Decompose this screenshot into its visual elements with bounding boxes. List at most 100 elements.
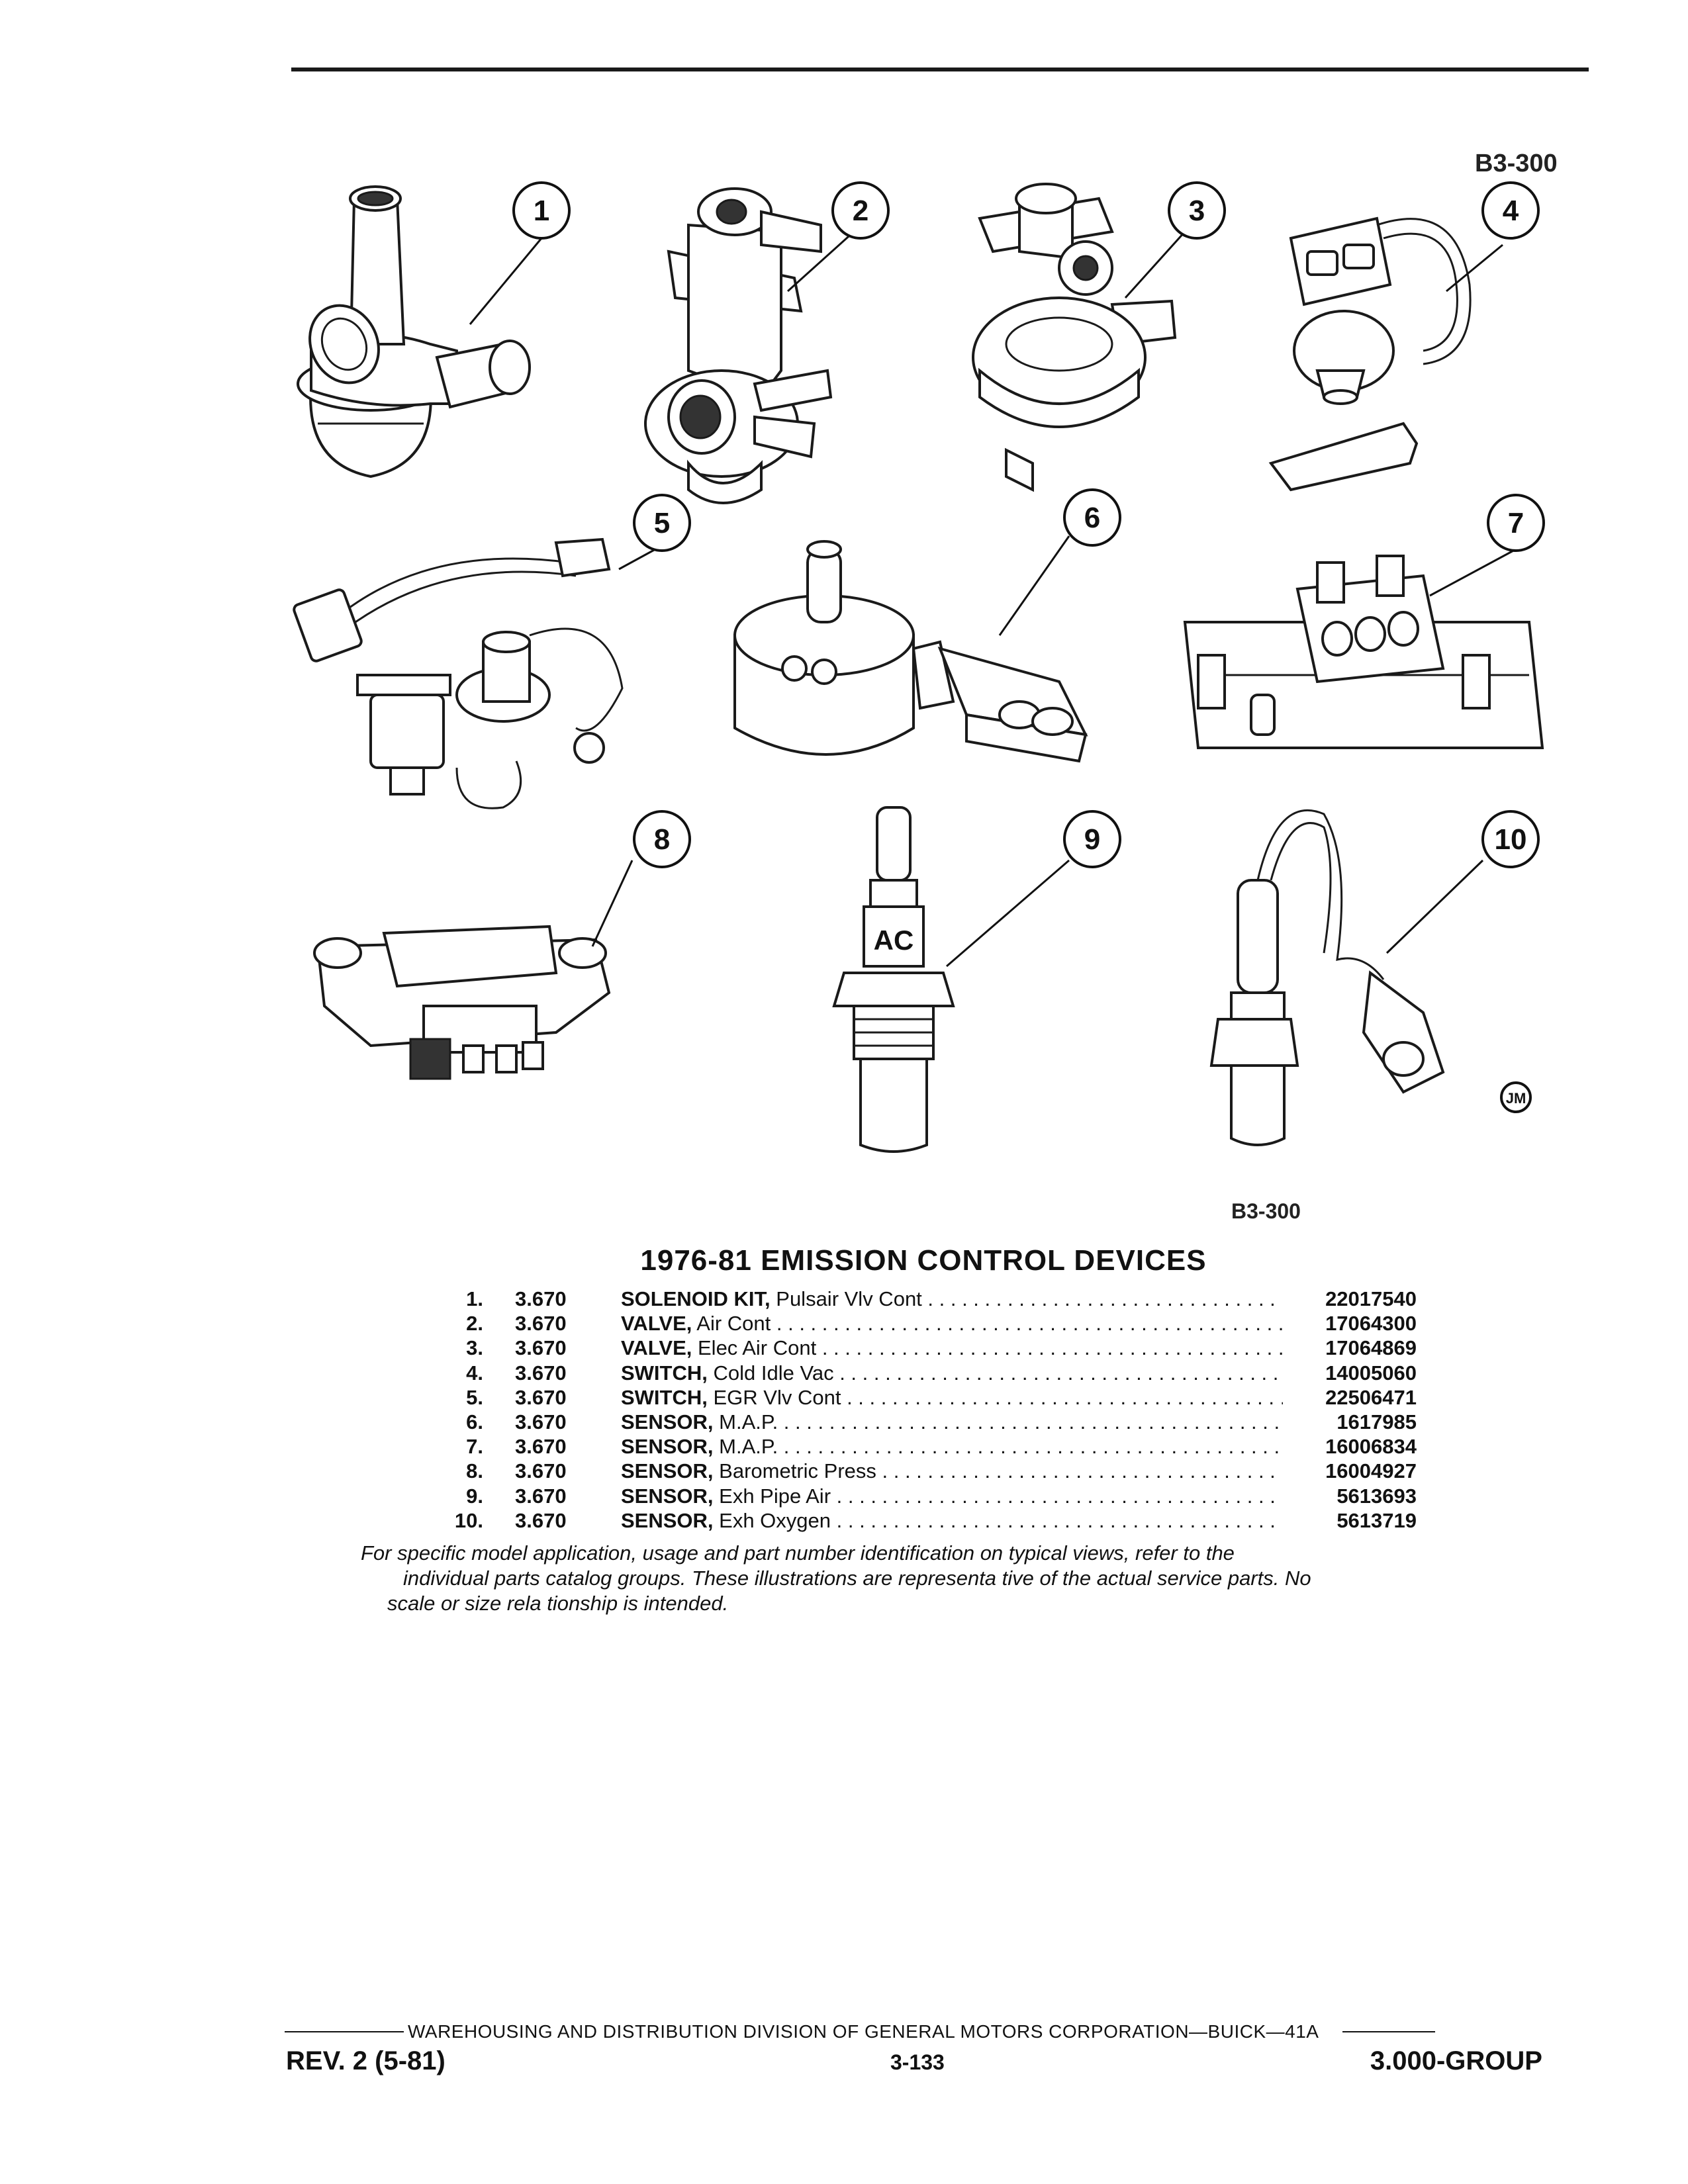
part-keyword: SENSOR, [621, 1508, 714, 1532]
group-number: 3.670 [515, 1459, 567, 1483]
part-detail: Barometric Press [719, 1459, 1283, 1482]
part-description: SENSOR, M.A.P. [621, 1434, 1283, 1459]
part-3-elec-air-control-valve-drawing [972, 183, 1177, 492]
part-description: SWITCH, Cold Idle Vac [621, 1361, 1283, 1385]
callout-1: 1 [512, 181, 571, 240]
part-number: 16004927 [1325, 1459, 1417, 1483]
part-detail: Air Cont [696, 1312, 1283, 1335]
part-number: 5613693 [1336, 1484, 1417, 1508]
svg-text:8: 8 [654, 823, 670, 856]
group-label: 3.000-GROUP [1370, 2046, 1542, 2075]
group-number: 3.670 [515, 1336, 567, 1360]
group-number: 3.670 [515, 1361, 567, 1385]
svg-text:5: 5 [654, 507, 670, 539]
part-keyword: SENSOR, [621, 1484, 714, 1508]
group-number: 3.670 [515, 1508, 567, 1532]
part-keyword: SENSOR, [621, 1410, 714, 1433]
callout-4: 4 [1481, 181, 1540, 240]
part-number: 16006834 [1325, 1435, 1417, 1459]
part-5-egr-valve-control-switch-drawing [293, 537, 624, 809]
footer-dash [1342, 2031, 1436, 2032]
callout-9: 9 [1063, 810, 1121, 868]
svg-text:2: 2 [853, 195, 868, 227]
item-number: 7. [466, 1435, 483, 1459]
part-description: SENSOR, M.A.P. [621, 1410, 1283, 1434]
item-number: 8. [466, 1459, 483, 1483]
parts-list-row: 3. 3.670 VALVE, Elec Air Cont 17064869 [424, 1336, 1430, 1360]
callout-6: 6 [1063, 488, 1121, 547]
footer-division-text: WAREHOUSING AND DISTRIBUTION DIVISION OF… [408, 2021, 1319, 2042]
part-detail: Exh Oxygen [719, 1509, 1283, 1532]
part-6-map-sensor-drawing [733, 540, 1088, 763]
part-keyword: SENSOR, [621, 1459, 714, 1483]
part-number: 17064869 [1325, 1336, 1417, 1360]
part-number: 17064300 [1325, 1312, 1417, 1336]
svg-text:9: 9 [1084, 823, 1100, 856]
item-number: 6. [466, 1410, 483, 1433]
svg-text:3: 3 [1189, 195, 1205, 227]
svg-text:4: 4 [1503, 195, 1519, 227]
part-detail: Pulsair Vlv Cont [776, 1287, 1283, 1310]
part-description: SENSOR, Exh Pipe Air [621, 1484, 1283, 1508]
artist-mark: JM [1506, 1090, 1526, 1107]
callout-3: 3 [1168, 181, 1226, 240]
part-keyword: VALVE, [621, 1312, 692, 1336]
part-7-map-sensor-box-drawing [1183, 555, 1544, 749]
part-10-oxygen-sensor-drawing [1209, 809, 1445, 1146]
item-number: 3. [466, 1336, 483, 1360]
item-number: 2. [466, 1312, 483, 1336]
item-number: 9. [466, 1484, 483, 1508]
revision-label: REV. 2 (5-81) [286, 2046, 445, 2075]
group-number: 3.670 [515, 1287, 567, 1310]
group-number: 3.670 [515, 1435, 567, 1459]
part-detail: Exh Pipe Air [719, 1484, 1283, 1508]
page-title: 1976-81 EMISSION CONTROL DEVICES [640, 1244, 1207, 1277]
footer-division-line: WAREHOUSING AND DISTRIBUTION DIVISION OF… [285, 2021, 1542, 2042]
part-detail: EGR Vlv Cont [714, 1386, 1284, 1409]
footnote-line: scale or size rela tionship is intended. [387, 1592, 729, 1615]
footer-dash [285, 2031, 404, 2032]
footnote: For specific model application, usage an… [361, 1541, 1519, 1616]
part-description: VALVE, Elec Air Cont [621, 1336, 1283, 1360]
part-keyword: VALVE, [621, 1336, 692, 1360]
part-4-cold-idle-vac-switch-drawing [1268, 216, 1472, 492]
part-keyword: SWITCH, [621, 1361, 708, 1385]
part-keyword: SWITCH, [621, 1385, 708, 1409]
part-description: SENSOR, Barometric Press [621, 1459, 1283, 1483]
parts-list-row: 9. 3.670 SENSOR, Exh Pipe Air 5613693 [424, 1484, 1430, 1508]
item-number: 1. [466, 1287, 483, 1310]
part-keyword: SENSOR, [621, 1435, 714, 1459]
item-number: 10. [454, 1508, 483, 1532]
item-number: 5. [466, 1385, 483, 1409]
part-2-air-control-valve-drawing [644, 187, 833, 504]
parts-list-row: 7. 3.670 SENSOR, M.A.P. 16006834 [424, 1434, 1430, 1459]
part-description: VALVE, Air Cont [621, 1311, 1283, 1336]
callout-2: 2 [831, 181, 890, 240]
part-detail: M.A.P. [719, 1410, 1283, 1433]
part-1-solenoid-kit-drawing [297, 185, 531, 478]
group-number: 3.670 [515, 1385, 567, 1409]
callout-8: 8 [633, 810, 691, 868]
item-number: 4. [466, 1361, 483, 1385]
ac-sensor-mark: AC [874, 925, 914, 956]
svg-text:7: 7 [1508, 507, 1524, 539]
callout-5: 5 [633, 494, 691, 552]
svg-text:6: 6 [1084, 502, 1100, 534]
parts-list-row: 8. 3.670 SENSOR, Barometric Press 16004927 [424, 1459, 1430, 1483]
part-keyword: SOLENOID KIT, [621, 1287, 771, 1310]
part-description: SOLENOID KIT, Pulsair Vlv Cont [621, 1287, 1283, 1311]
part-detail: Elec Air Cont [698, 1336, 1283, 1359]
top-rule [291, 68, 1589, 71]
part-detail: Cold Idle Vac [714, 1361, 1284, 1385]
group-number: 3.670 [515, 1484, 567, 1508]
part-description: SENSOR, Exh Oxygen [621, 1508, 1283, 1533]
footnote-line: For specific model application, usage an… [361, 1541, 1235, 1565]
callout-10: 10 [1481, 810, 1540, 868]
